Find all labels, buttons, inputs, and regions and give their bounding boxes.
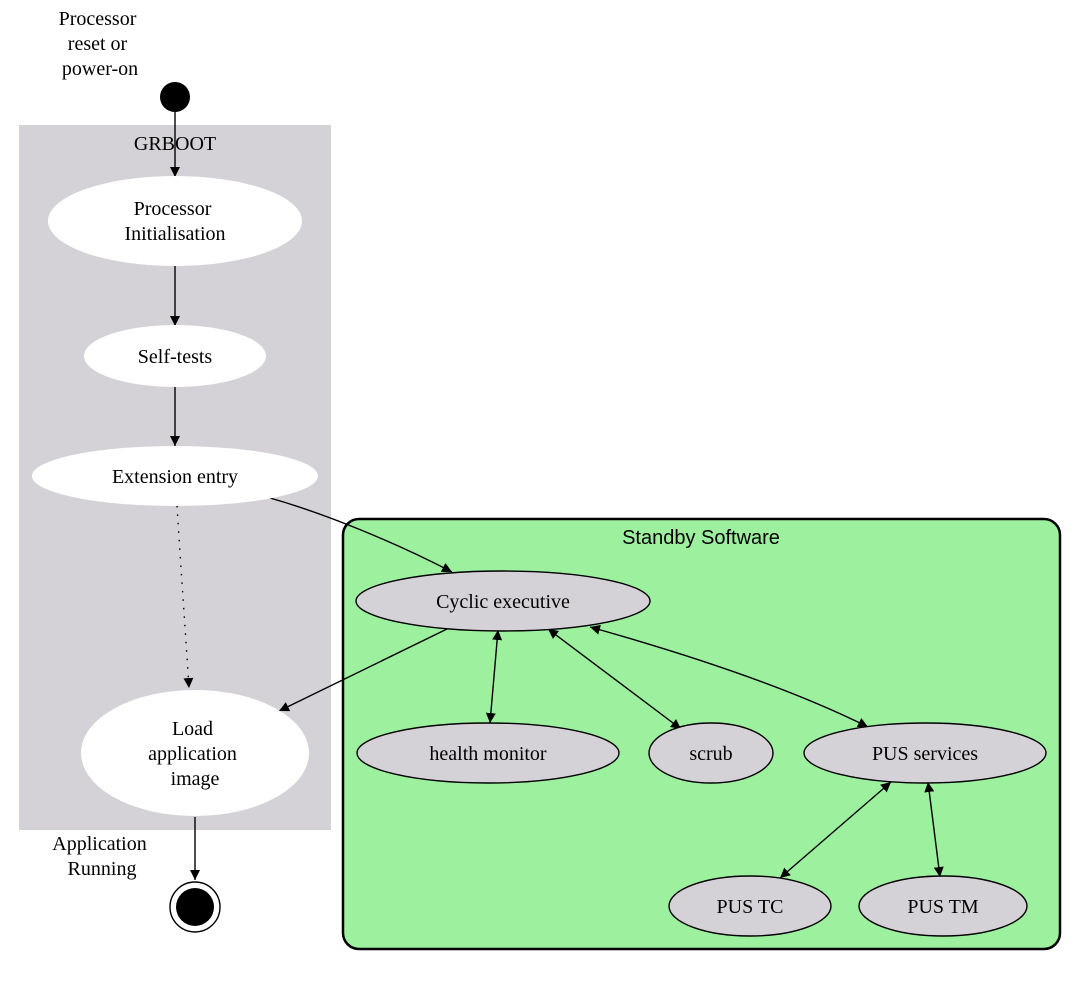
node-extension-entry: [32, 446, 318, 506]
node-pus-tm: [858, 875, 1028, 937]
edge-cyclic-load-app: [278, 628, 448, 712]
edge-cyclic-health: [485, 629, 503, 724]
node-pus-tc-label: PUS TC: [717, 896, 784, 918]
edge-ext-entry-cyclic: [269, 497, 453, 573]
node-processor-initialisation-label: Processor Initialisation: [124, 198, 225, 245]
node-self-tests: [84, 325, 266, 387]
node-self-tests-label: Self-tests: [138, 346, 213, 368]
node-pus-services-label: PUS services: [872, 743, 978, 765]
node-pus-services: [803, 722, 1047, 784]
node-cyclic-executive: [355, 570, 651, 632]
initial-state: [160, 82, 190, 112]
final-state: [176, 888, 214, 926]
node-cyclic-executive-label: Cyclic executive: [436, 591, 570, 613]
node-health-monitor-label: health monitor: [429, 743, 547, 765]
edge-cyclic-pus-services: [589, 624, 869, 728]
node-load-application-image-label: Load application image: [148, 718, 242, 790]
node-pus-tc: [668, 875, 832, 937]
start-label: Processor reset or power-on: [59, 8, 142, 80]
node-scrub: [648, 722, 774, 784]
node-pus-tm-label: PUS TM: [907, 896, 979, 918]
node-load-application-image: [81, 690, 309, 816]
edge-pus-services-pus-tc: [779, 781, 892, 879]
node-extension-entry-label: Extension entry: [112, 466, 238, 488]
edge-pus-services-pus-tm: [924, 781, 944, 878]
node-health-monitor: [356, 722, 620, 784]
standby-cluster-label: Standby Software: [622, 527, 780, 549]
end-label: Application Running: [52, 833, 151, 880]
node-processor-initialisation: [48, 176, 302, 266]
node-scrub-label: scrub: [689, 743, 732, 765]
